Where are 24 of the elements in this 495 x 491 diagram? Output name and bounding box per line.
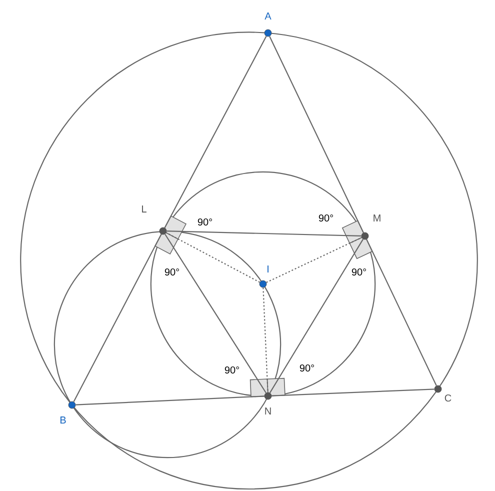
- point-label: M: [374, 214, 380, 222]
- point-label: C: [444, 394, 452, 402]
- line-segment: [164, 234, 266, 394]
- angle-label: 90°: [352, 268, 366, 276]
- line-segment: [166, 230, 362, 236]
- line-segment: [272, 388, 434, 396]
- dotted-line: [262, 288, 268, 392]
- point-label: L: [142, 206, 146, 212]
- line-segment: [164, 36, 267, 228]
- angle-label: 90°: [318, 214, 333, 222]
- line-segment: [269, 36, 364, 233]
- angle-label: 90°: [224, 366, 239, 374]
- line-segment: [76, 396, 264, 406]
- angle-label: 90°: [164, 268, 179, 276]
- point-label: N: [265, 408, 271, 414]
- dotted-line: [266, 237, 362, 283]
- line-segment: [73, 234, 162, 402]
- angle-label: 90°: [300, 364, 314, 372]
- point-label: A: [264, 12, 272, 20]
- dotted-line: [166, 232, 260, 283]
- angle-label: 90°: [198, 218, 212, 226]
- line-segment: [269, 238, 364, 394]
- line-segment: [366, 239, 437, 386]
- point-label: B: [60, 416, 66, 424]
